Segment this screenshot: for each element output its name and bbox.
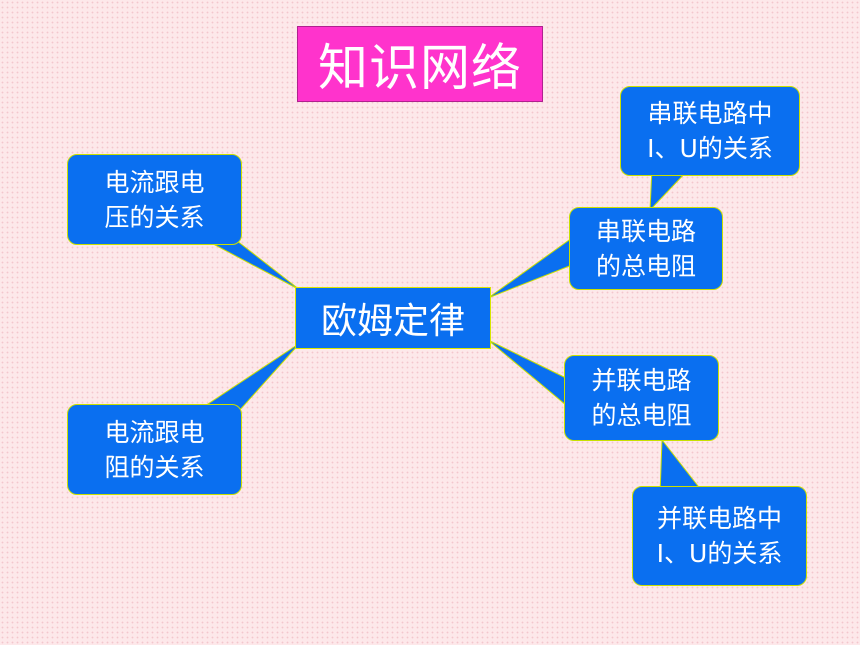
node-current-voltage-line1: 电流跟电 (104, 167, 205, 197)
node-parallel-total-resistance: 并联电路 的总电阻 (564, 355, 719, 441)
center-node: 欧姆定律 (295, 287, 491, 349)
node-series-iu: 串联电路中 I、U的关系 (620, 86, 800, 176)
node-series-iu-line2: I、U的关系 (647, 134, 773, 163)
node-series-iu-line1: 串联电路中 (647, 99, 773, 128)
node-current-resistance: 电流跟电 阻的关系 (67, 404, 242, 495)
title-box: 知识网络 (297, 26, 543, 102)
node-series-total-resistance-line2: 的总电阻 (595, 251, 696, 281)
node-series-total-resistance: 串联电路 的总电阻 (569, 207, 723, 290)
node-current-resistance-line1: 电流跟电 (104, 417, 205, 447)
node-parallel-total-resistance-line1: 并联电路 (591, 366, 692, 395)
node-parallel-iu-line2: I、U的关系 (656, 539, 783, 568)
node-parallel-iu-line1: 并联电路中 (656, 504, 782, 533)
title-text: 知识网络 (318, 39, 522, 97)
node-parallel-total-resistance-line2: 的总电阻 (591, 401, 692, 430)
node-current-voltage-line2: 压的关系 (104, 202, 205, 232)
node-current-resistance-line2: 阻的关系 (104, 452, 205, 482)
node-current-voltage: 电流跟电 压的关系 (67, 154, 242, 245)
center-node-label: 欧姆定律 (320, 301, 465, 342)
connector-center-to-current-resistance (203, 342, 301, 413)
connector-center-to-parallel-total (487, 339, 567, 407)
node-parallel-iu: 并联电路中 I、U的关系 (632, 486, 807, 586)
node-series-total-resistance-line1: 串联电路 (595, 216, 696, 246)
connector-center-to-series-total (487, 237, 573, 299)
